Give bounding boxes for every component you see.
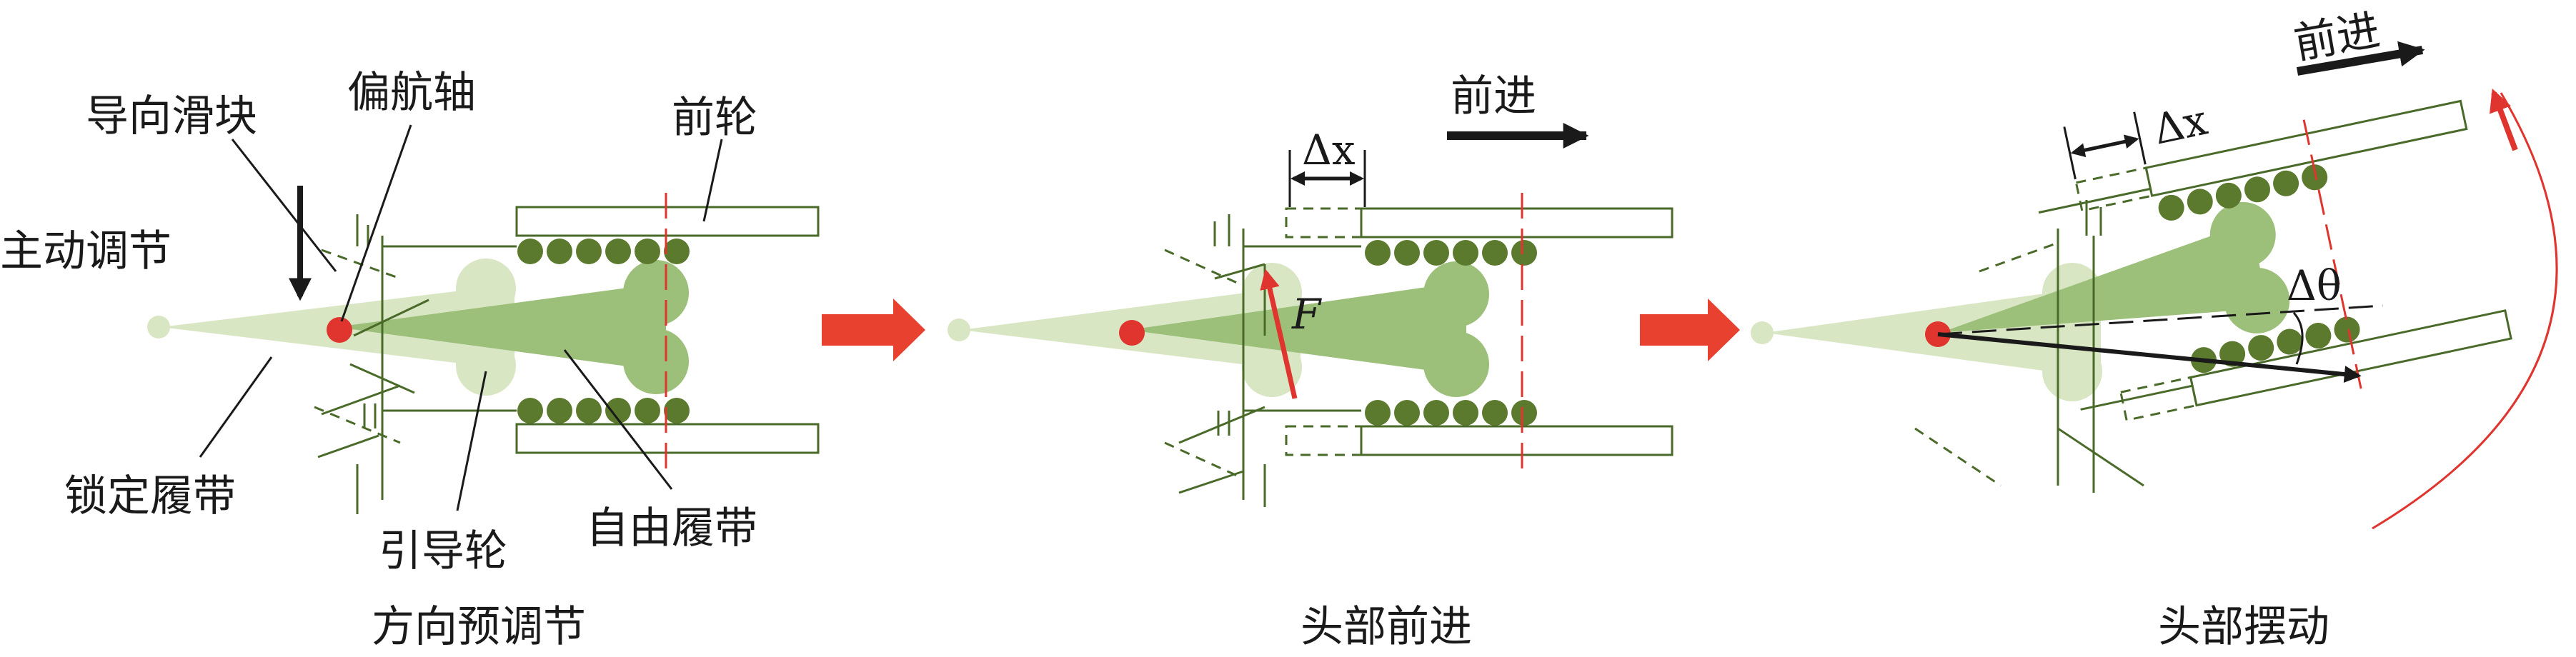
- locked-track-leader: [199, 356, 273, 458]
- label-guide-wheel: 引导轮: [379, 526, 507, 576]
- top-track-frame: [515, 206, 820, 237]
- yaw-axis-leader: [340, 124, 412, 322]
- stage2-mechanism: [948, 123, 1674, 507]
- label-delta-theta: Δθ: [2287, 261, 2342, 310]
- stage3-mechanism: [1751, 41, 2558, 530]
- swing-axis-arrow: [1937, 332, 2362, 383]
- caption-stage1: 方向预调节: [372, 602, 586, 652]
- caption-stage2: 头部前进: [1301, 602, 1472, 652]
- forward-arrow-2: [2296, 41, 2425, 76]
- label-forward-1: 前进: [1451, 71, 1536, 121]
- rear-node: [147, 316, 170, 338]
- delta-x-dimension-2: [2070, 134, 2139, 158]
- top-wheels: [517, 239, 690, 264]
- guide-slider-leader: [231, 139, 337, 272]
- label-locked-track: 锁定履带: [64, 471, 236, 521]
- label-force: F: [1291, 290, 1322, 338]
- label-yaw-axis: 偏航轴: [347, 68, 476, 118]
- transition-arrow-1: [822, 299, 925, 361]
- label-guide-slider: 导向滑块: [86, 91, 257, 141]
- label-delta-x-1: Δx: [1302, 126, 1356, 174]
- swing-arc: [2372, 92, 2558, 530]
- force-arrow: [1260, 269, 1298, 399]
- head-neck: [623, 300, 666, 354]
- guide-wheel-leader: [456, 371, 487, 511]
- label-active-adjust: 主动调节: [0, 226, 171, 276]
- free-track-body: [336, 286, 643, 368]
- front-wheel-leader: [702, 139, 723, 222]
- free-track-leader: [563, 349, 673, 490]
- caption-stage3: 头部摆动: [2158, 602, 2329, 652]
- label-front-wheel: 前轮: [672, 93, 757, 143]
- guide-wheel-top: [456, 259, 516, 319]
- stage1-mechanism: [147, 124, 820, 514]
- bottom-track-frame: [515, 423, 820, 454]
- swing-arc-arrow: [2490, 89, 2518, 151]
- yaw-axis-dot: [327, 317, 352, 343]
- transition-arrow-2: [1640, 299, 1740, 361]
- guide-wheel-bottom: [456, 336, 516, 396]
- bottom-wheels: [517, 398, 690, 423]
- label-free-track: 自由履带: [586, 503, 757, 553]
- label-delta-x-2: Δx: [2149, 96, 2212, 154]
